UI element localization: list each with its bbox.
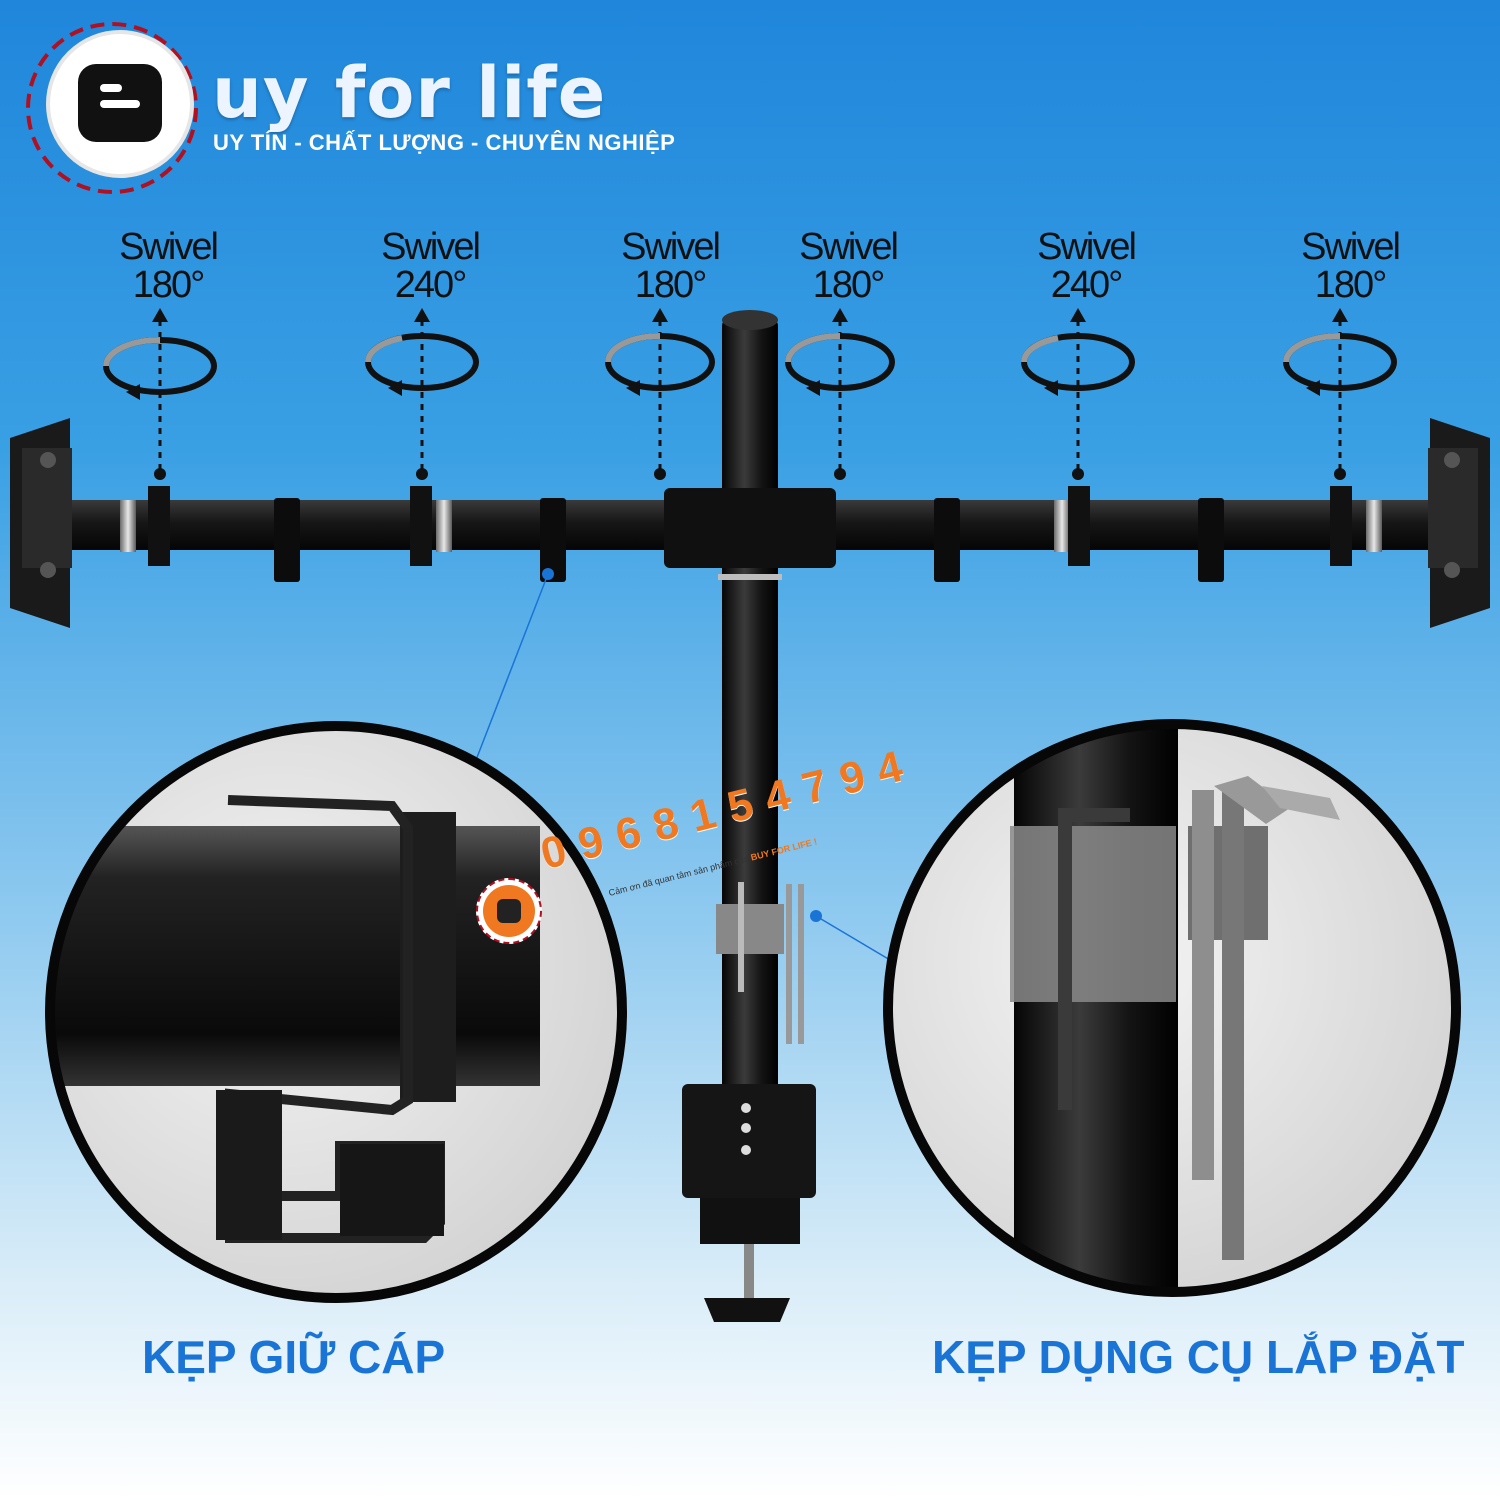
swivel-label-angle: 180° (812, 264, 886, 306)
swivel-label: Swivel 180° (88, 228, 248, 304)
swivel-label-name: Swivel (621, 226, 721, 268)
phone-logo-icon (476, 878, 542, 944)
swivel-label-angle: 180° (132, 264, 206, 306)
swivel-indicator (605, 308, 715, 480)
caption-tool-holder: KẸP DỤNG CỤ LẮP ĐẶT (932, 1331, 1465, 1383)
swivel-indicator (103, 308, 217, 480)
swivel-label-name: Swivel (119, 226, 219, 268)
swivel-label: Swivel 180° (768, 228, 928, 304)
center-pole (718, 310, 782, 1098)
swivel-indicator (785, 308, 895, 480)
swivel-label-angle: 180° (1314, 264, 1388, 306)
swivel-label: Swivel 240° (1006, 228, 1166, 304)
swivel-label: Swivel 240° (350, 228, 510, 304)
swivel-indicator (1021, 308, 1135, 480)
swivel-label-name: Swivel (1037, 226, 1137, 268)
swivel-label-name: Swivel (381, 226, 481, 268)
brand-logo (26, 22, 198, 194)
swivel-label: Swivel 180° (1270, 228, 1430, 304)
monitor-arms (60, 486, 1440, 582)
swivel-indicator (1283, 308, 1397, 480)
swivel-label-name: Swivel (1301, 226, 1401, 268)
zoom-cable-clip (45, 721, 627, 1303)
swivel-label-angle: 240° (394, 264, 468, 306)
swivel-label-name: Swivel (799, 226, 899, 268)
vesa-plate-left (10, 418, 72, 628)
swivel-indicators (103, 308, 1397, 480)
swivel-label: Swivel 180° (590, 228, 750, 304)
caption-cable-clip: KẸP GIỮ CÁP (142, 1331, 446, 1383)
tool-holder (716, 882, 822, 1044)
swivel-indicator (365, 308, 479, 480)
vesa-plate-right (1428, 418, 1490, 628)
brand-name: uy for life (212, 52, 607, 134)
desk-clamp (682, 1084, 816, 1322)
swivel-label-angle: 180° (634, 264, 708, 306)
swivel-label-angle: 240° (1050, 264, 1124, 306)
brand-tagline: UY TÍN - CHẤT LƯỢNG - CHUYÊN NGHIỆP (213, 130, 676, 155)
zoom-tool-holder (883, 719, 1461, 1297)
